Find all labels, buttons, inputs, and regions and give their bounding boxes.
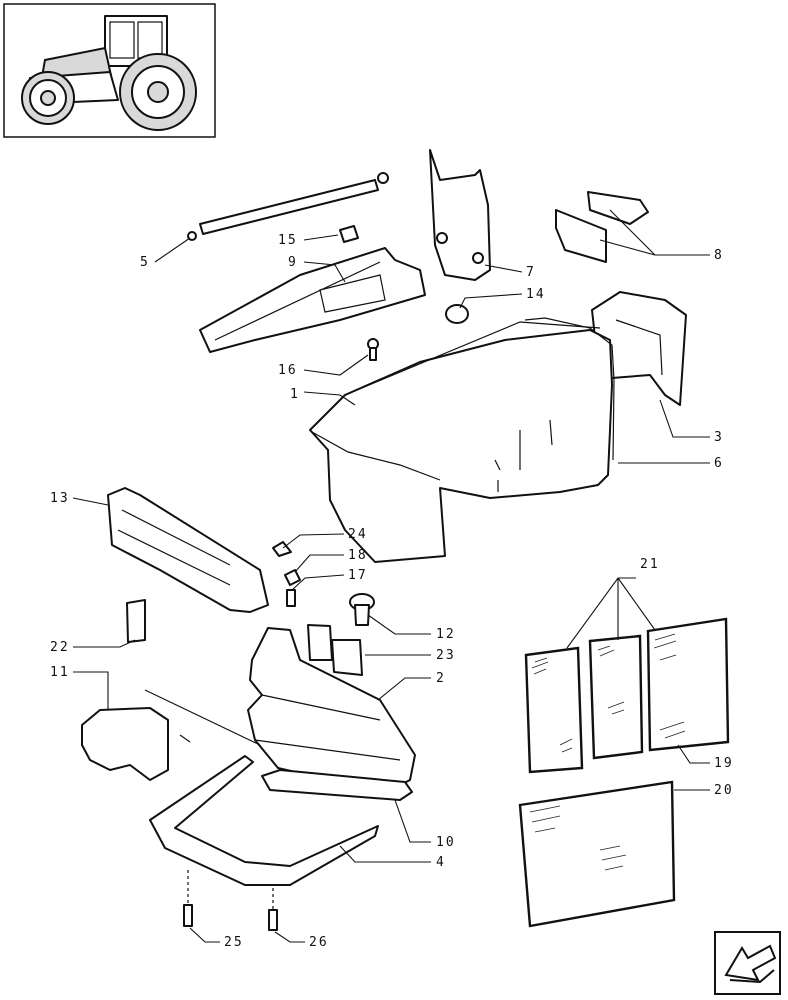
part-24-clip [272,541,292,557]
callout-14: 14 [526,287,546,302]
callout-3: 3 [714,430,724,445]
callout-6: 6 [714,456,724,471]
part-6-seal-strip [524,317,615,461]
part-12-stud [349,593,375,626]
callout-23: 23 [436,648,456,663]
part-25-screw [183,870,193,927]
callout-18: 18 [348,548,368,563]
part-5-gas-strut [187,172,389,241]
part-9-support-frame [199,247,426,353]
callout-8: 8 [714,248,724,263]
callout-9: 9 [288,255,298,270]
callout-25: 25 [224,935,244,950]
callout-17: 17 [348,568,368,583]
callout-1: 1 [290,387,300,402]
part-15-nut [339,225,359,243]
callout-20: 20 [714,783,734,798]
part-23-pads [307,624,363,676]
callout-13: 13 [50,491,70,506]
callout-11: 11 [50,665,70,680]
part-11-cover-block [81,707,169,781]
callout-5: 5 [140,255,150,270]
part-21-glass-panels [524,634,644,774]
callout-2: 2 [436,671,446,686]
callout-24: 24 [348,527,368,542]
part-26-screw [268,888,278,931]
callout-4: 4 [436,855,446,870]
callout-19: 19 [714,756,734,771]
callout-15: 15 [278,233,298,248]
part-10-seal [261,769,413,801]
arrow-return-icon[interactable] [714,931,781,995]
part-22-latch [126,599,146,643]
part-20-glass-panel [518,780,676,928]
callout-26: 26 [309,935,329,950]
part-18-clip [284,569,301,586]
callout-22: 22 [50,640,70,655]
part-16-bolt [367,338,379,361]
part-13-grille-frame [107,487,269,613]
callout-7: 7 [526,265,536,280]
part-1-hood [309,321,613,563]
callout-labels: 1 2 3 4 5 6 7 8 9 10 11 12 13 14 15 16 1… [50,233,734,950]
callout-21: 21 [640,557,660,572]
tractor-thumbnail [3,3,216,138]
callout-10: 10 [436,835,456,850]
callout-12: 12 [436,627,456,642]
tractor-icon [21,15,197,131]
leader-lines [72,209,710,943]
part-4-lower-frame [149,755,379,886]
part-8-trim-strips [555,191,649,263]
part-17-screw [286,589,296,607]
part-19-glass-panel [646,617,730,752]
part-7-bracket [429,149,491,281]
callout-16: 16 [278,363,298,378]
part-14-bushing [445,304,469,324]
